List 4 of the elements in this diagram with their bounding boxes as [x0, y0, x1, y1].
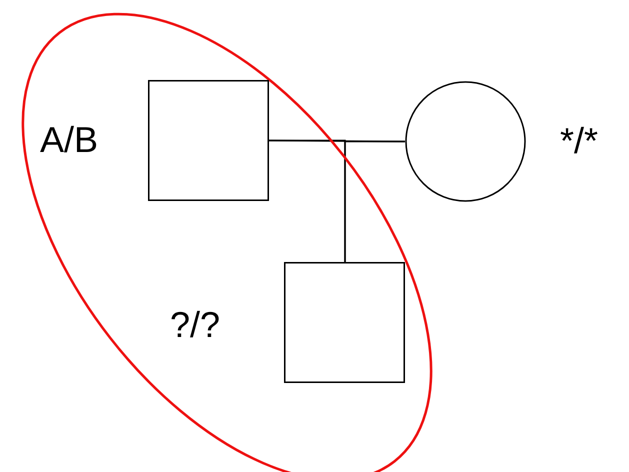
pedigree-line [344, 140, 405, 262]
genotype-label: */* [560, 123, 598, 159]
genotype-label: A/B [40, 122, 98, 158]
genotype-label: ?/? [170, 307, 220, 343]
